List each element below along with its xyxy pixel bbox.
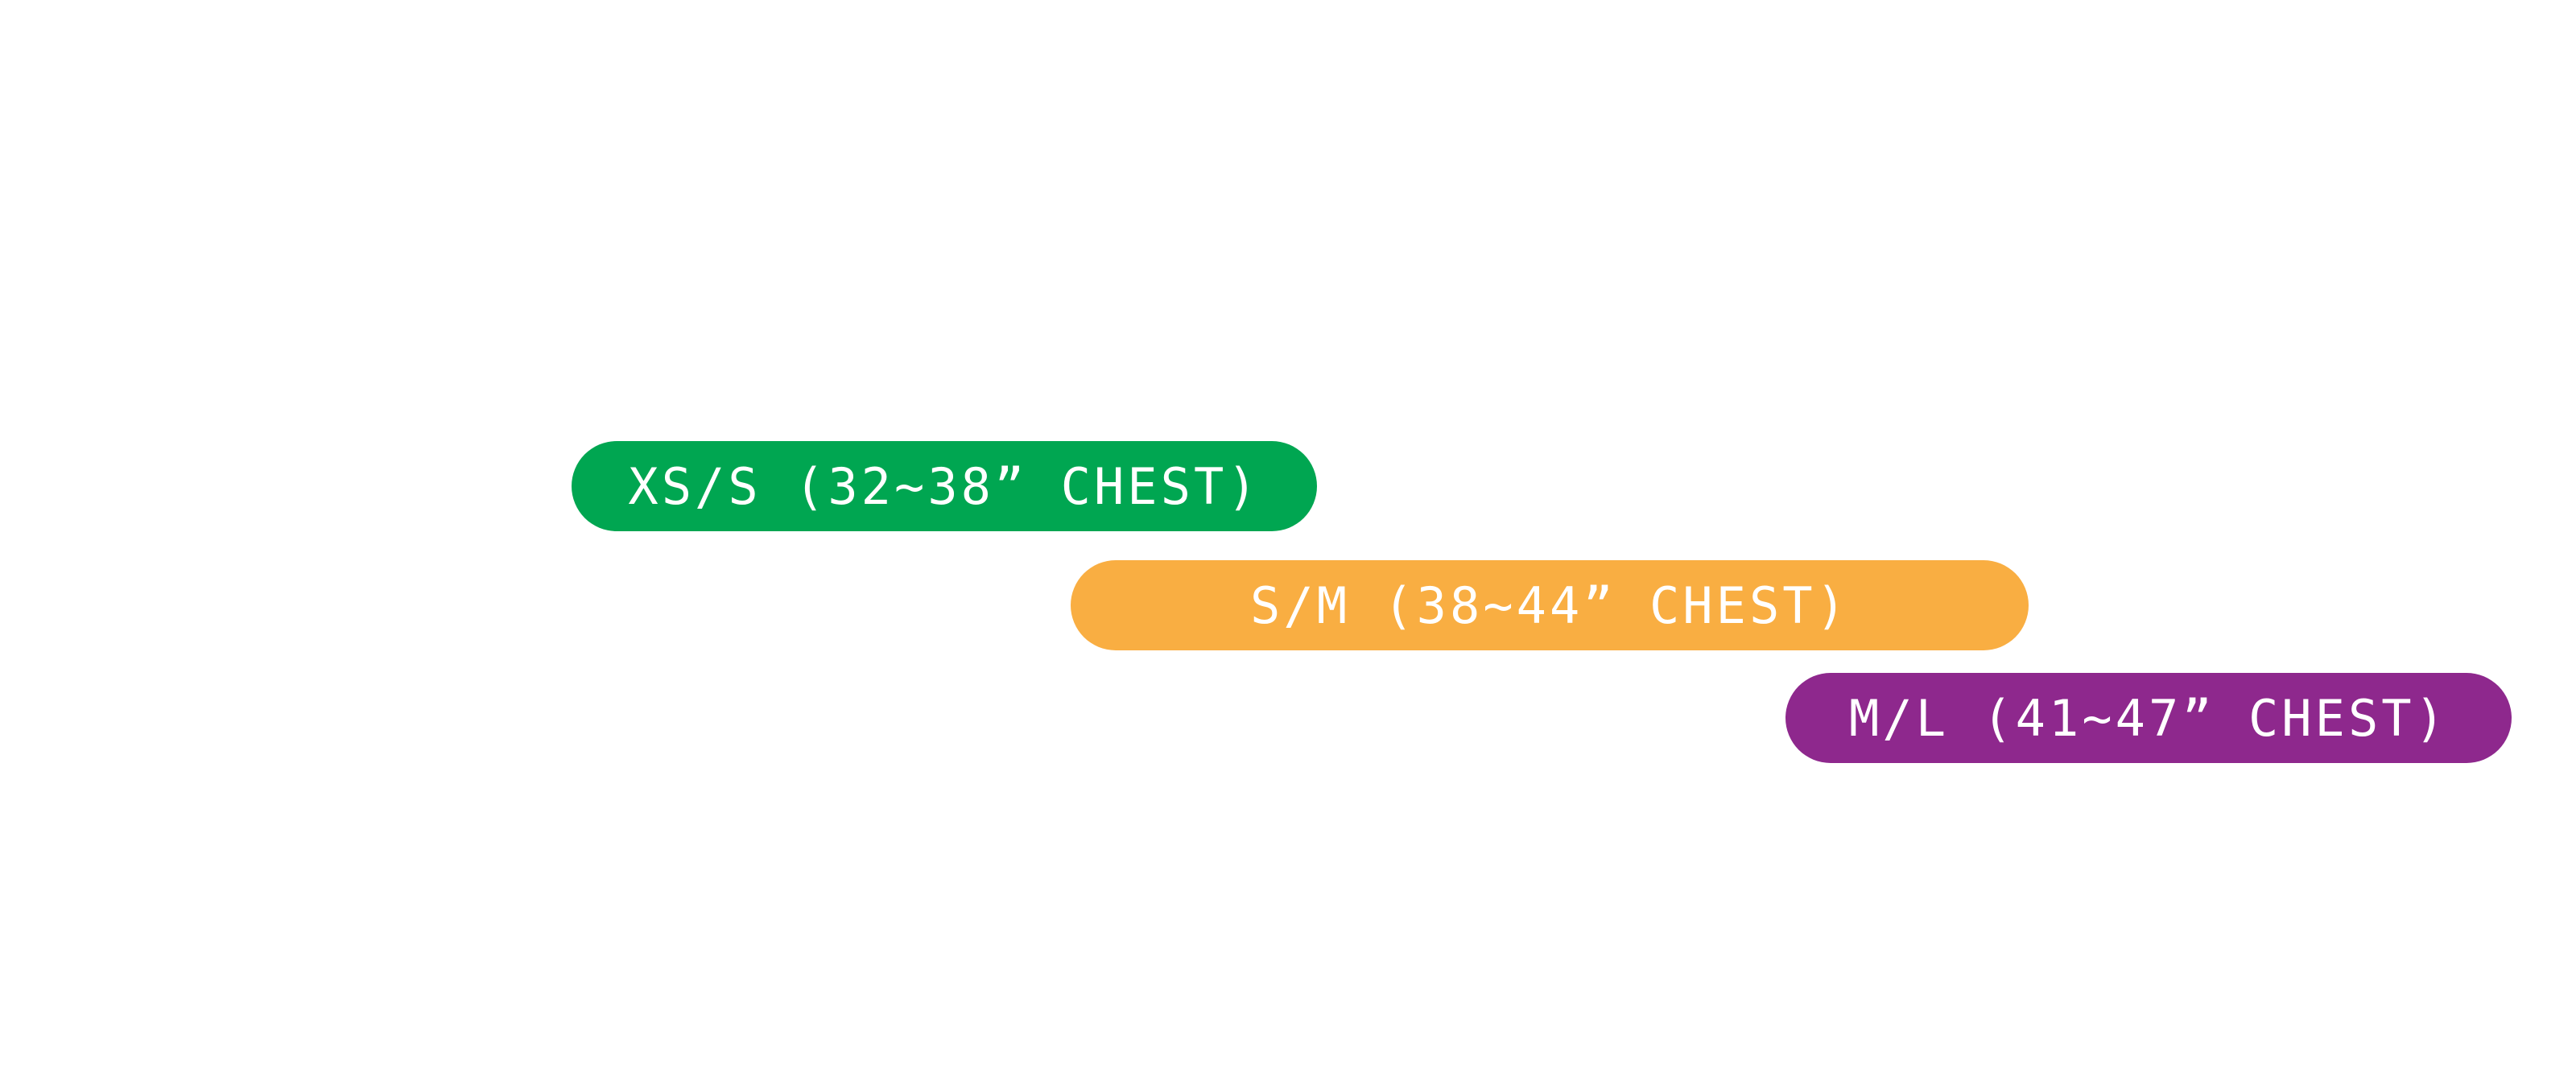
size-bar-label: XS/S (32~38” CHEST) [628,456,1261,516]
size-bar-label: M/L (41~47” CHEST) [1849,688,2448,748]
size-bar-xs-s: XS/S (32~38” CHEST) [572,441,1317,531]
size-bar-s-m: S/M (38~44” CHEST) [1071,560,2029,650]
size-bar-m-l: M/L (41~47” CHEST) [1785,673,2512,763]
size-bar-label: S/M (38~44” CHEST) [1250,576,1849,635]
